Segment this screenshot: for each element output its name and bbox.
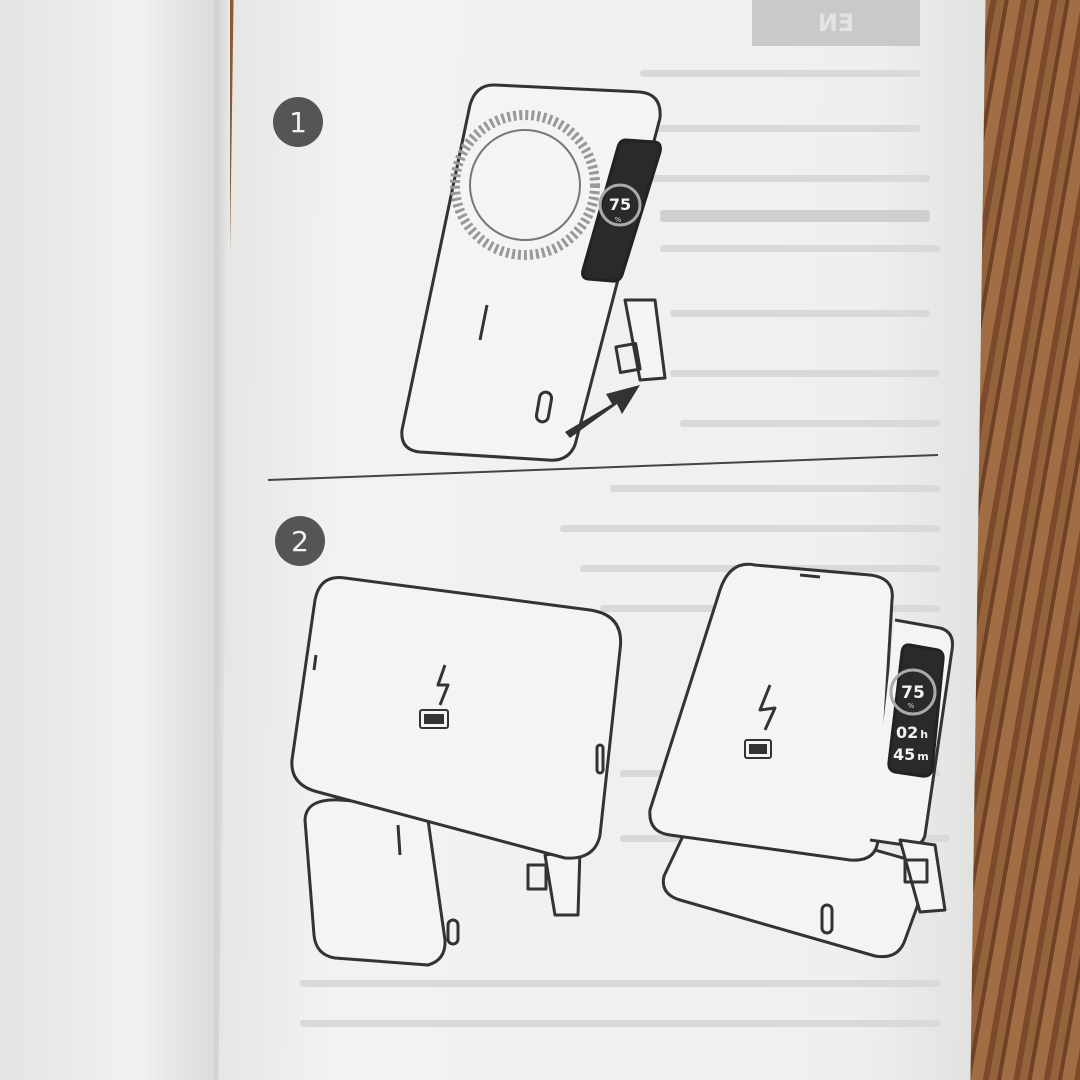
power-bank-upright: 75 % xyxy=(400,83,667,462)
step-2-badge: 2 xyxy=(275,516,325,566)
svg-text:75: 75 xyxy=(901,683,925,703)
arrow-icon xyxy=(565,385,640,438)
language-tab: EN xyxy=(752,0,920,46)
svg-text:1: 1 xyxy=(289,106,307,139)
phone-landscape-on-power-bank xyxy=(290,575,623,967)
section-divider xyxy=(267,454,939,481)
svg-text:02h: 02h xyxy=(896,723,928,742)
svg-text:75: 75 xyxy=(609,195,631,214)
svg-text:%: % xyxy=(908,702,915,710)
step-1-badge: 1 xyxy=(273,97,323,147)
left-page xyxy=(0,0,224,1080)
svg-text:%: % xyxy=(615,216,622,224)
svg-text:45m: 45m xyxy=(893,745,929,764)
svg-text:2: 2 xyxy=(291,525,309,558)
